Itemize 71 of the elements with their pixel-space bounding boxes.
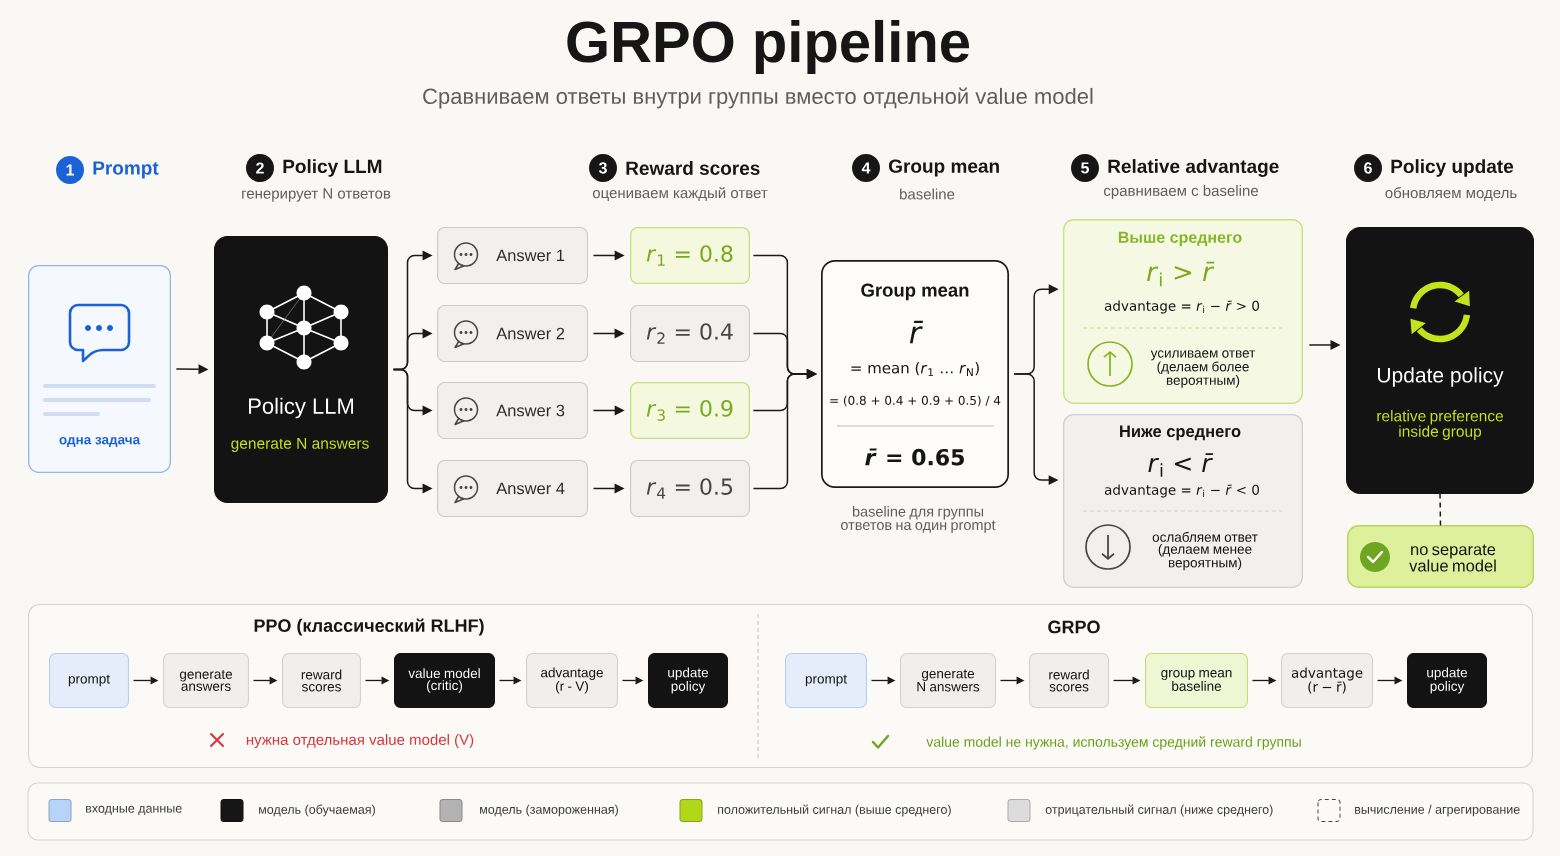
node-label: = (0.8 + 0.4 + 0.9 + 0.5) / 4: [830, 395, 1001, 407]
node-label: PPO (классический RLHF): [254, 618, 484, 636]
update-box: Update policy relative preference inside group: [1346, 227, 1534, 494]
node-label: GRPO: [1048, 620, 1100, 634]
step-subtitle: сравниваем с baseline: [1104, 185, 1258, 199]
node-label: = mean (r$_{1}$ … r$_{N}$): [851, 361, 979, 377]
step-subtitle: baseline: [900, 188, 955, 200]
step-subtitle: генерирует N ответов: [242, 188, 391, 202]
legend-label: отрицательный сигнал (ниже среднего): [1045, 804, 1273, 817]
step-heading: Reward scores: [626, 161, 760, 175]
node-label: нужна отдельная value model (V): [246, 733, 474, 748]
step-box: advantage (r − r̄): [1281, 653, 1373, 708]
advantage-box: Ниже среднего r$_{i}$ < r̄ advantage = r$_{i}$ − r̄ < 0 ослабляем ответ (делаем менее вероятным): [1063, 414, 1303, 588]
score-box: r$_{3}$ = 0.9: [630, 382, 750, 439]
score-box: r$_{2}$ = 0.4: [630, 305, 750, 362]
answer-box: Answer 4: [437, 460, 588, 517]
legend-label: вычисление / агрегирование: [1355, 804, 1520, 817]
step-box: generate answers: [163, 653, 249, 708]
node-label: r$_{i}$ > r̄: [1147, 261, 1215, 287]
note-box: no separate value model: [1347, 525, 1534, 588]
step-box: prompt: [49, 653, 129, 708]
node-label: Group mean: [861, 283, 969, 301]
dashed-line: [1439, 492, 1442, 527]
answer-box: Answer 1: [437, 227, 588, 284]
number-badge: 3: [589, 154, 617, 182]
step-box: advantage (r - V): [526, 653, 618, 708]
advantage-box: Выше среднего r$_{i}$ > r̄ advantage = r$_{i}$ − r̄ > 0 усиливаем ответ (делаем более вероятным): [1063, 219, 1303, 404]
step-heading: Relative advantage: [1108, 159, 1279, 177]
number-badge: 5: [1071, 154, 1099, 182]
node-label: r̄: [909, 320, 924, 344]
step-box: update policy: [648, 653, 728, 708]
node-label: r̄ = 0.65: [865, 448, 964, 466]
number-badge: 1: [56, 156, 84, 184]
step-box: reward scores: [1029, 653, 1109, 708]
group-mean-box: Group mean r̄ = mean (r$_{1}$ … r$_{N}$) = (0.8 + 0.4 + 0.9 + 0.5) / 4 r̄ = 0.65: [821, 260, 1009, 488]
legend-label: входные данные: [86, 805, 182, 816]
step-heading: Prompt: [93, 161, 159, 179]
node-label: Выше среднего: [1118, 231, 1242, 247]
number-badge: 2: [246, 154, 274, 182]
model-box: Policy LLM generate N answers: [214, 236, 388, 503]
answer-box: Answer 2: [437, 305, 588, 362]
step-box: reward scores: [282, 653, 361, 708]
number-badge: 4: [852, 154, 880, 182]
step-heading: Group mean: [889, 159, 999, 177]
node-label: ослабляем ответ (делаем менее вероятным): [1152, 531, 1258, 571]
step-subtitle: обновляем модель: [1385, 187, 1517, 201]
legend-label: модель (замороженная): [480, 804, 618, 817]
score-box: r$_{4}$ = 0.5: [630, 460, 750, 517]
node-label: r$_{i}$ < r̄: [1148, 453, 1214, 477]
step-box: update policy: [1407, 653, 1487, 708]
node-label: Ниже среднего: [1120, 425, 1241, 441]
step-subtitle: оцениваем каждый ответ: [592, 186, 768, 202]
number-badge: 6: [1354, 154, 1382, 182]
prompt-card: одна задача: [28, 265, 171, 473]
step-box: generate N answers: [900, 653, 996, 708]
step-box: prompt: [785, 653, 867, 708]
step-heading: Policy update: [1391, 159, 1514, 177]
score-box: r$_{1}$ = 0.8: [630, 227, 750, 284]
side-note: baseline для группы ответов на один prompt: [841, 506, 996, 533]
title: GRPO pipeline: [567, 19, 970, 74]
node-label: усиливаем ответ (делаем более вероятным): [1150, 350, 1256, 388]
legend-label: модель (обучаемая): [259, 804, 375, 817]
step-box: value model (critic): [394, 653, 495, 708]
subtitle: Сравниваем ответы внутри группы вместо отдельной value model: [423, 87, 1093, 109]
node-label: advantage = r$_{i}$ − r̄ > 0: [1104, 300, 1260, 314]
answer-box: Answer 3: [437, 382, 588, 439]
step-heading: Policy LLM: [283, 159, 382, 177]
node-label: advantage = r$_{i}$ − r̄ < 0: [1104, 484, 1260, 498]
step-box: group mean baseline: [1145, 653, 1248, 708]
node-label: value model не нужна, используем средний reward группы: [926, 736, 1301, 750]
legend-label: положительный сигнал (выше среднего): [718, 804, 951, 817]
